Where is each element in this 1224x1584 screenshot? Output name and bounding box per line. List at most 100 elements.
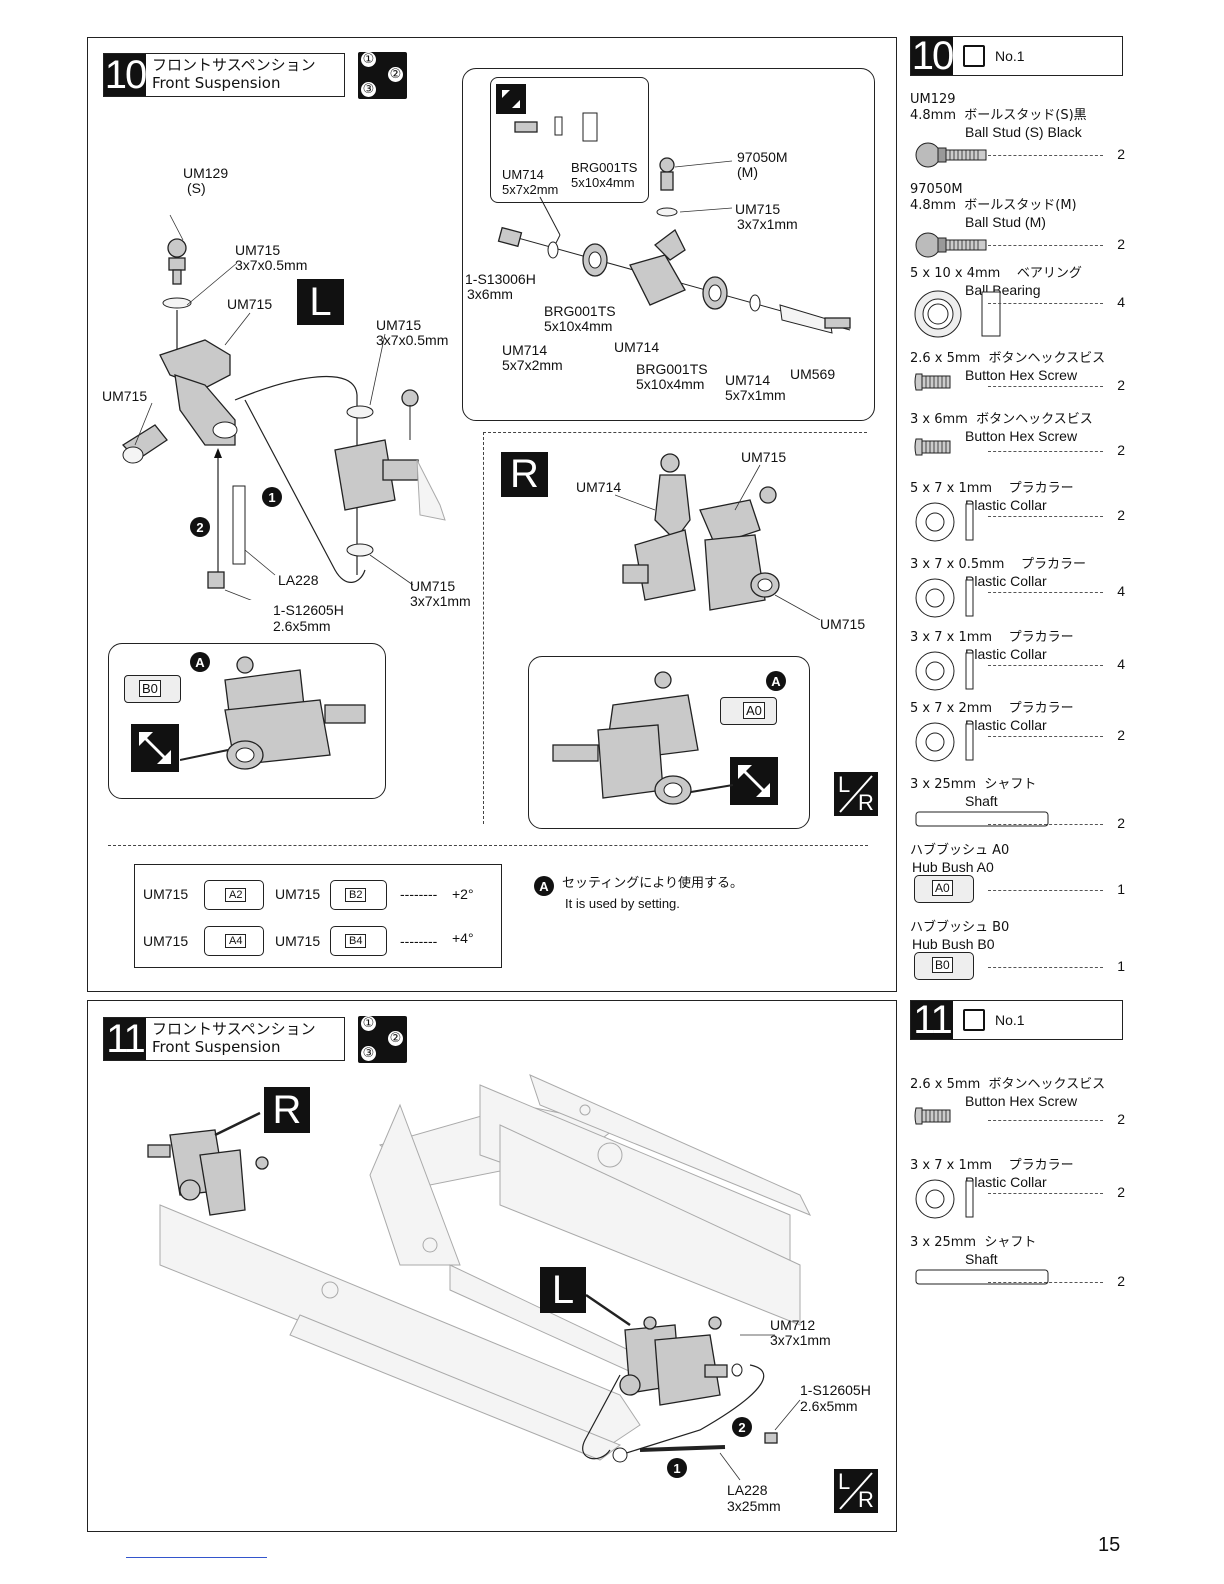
step-11-title-en: Front Suspension — [152, 1038, 281, 1056]
part-name-en: Plastic Collar — [965, 646, 1047, 662]
label-brg-b-size: 5x10x4mm — [544, 318, 613, 334]
dashed-divider-vertical — [483, 432, 484, 824]
expand-icon — [496, 84, 526, 114]
part-name-jp: ハブブッシュ B0 — [910, 920, 1010, 935]
label-um715-e: UM715 — [410, 578, 456, 594]
collar-icon — [914, 577, 976, 623]
bag-number: No.1 — [995, 48, 1025, 64]
part-name-en: Plastic Collar — [965, 573, 1047, 589]
part-name-jp: 3 x 7 x 1mm プラカラー — [910, 630, 1074, 645]
settings-table — [134, 864, 502, 968]
label-um715-c: UM715 — [102, 388, 148, 404]
label-um714-a-size: 5x7x2mm — [502, 182, 559, 197]
setting-note-en: It is used by setting. — [565, 896, 680, 911]
label-right-um715-bottom: UM715 — [820, 616, 866, 632]
label-step11-la228-size: 3x25mm — [727, 1498, 781, 1514]
collar-icon — [914, 1178, 976, 1224]
part-name-en: Plastic Collar — [965, 1174, 1047, 1190]
bush-icon: B0 — [914, 952, 974, 980]
screw-icon — [914, 1105, 954, 1131]
leader-dots — [988, 303, 1103, 304]
part-name-en: Plastic Collar — [965, 497, 1047, 513]
part-quantity: 2 — [1117, 236, 1125, 252]
part-name-jp: 5 x 10 x 4mm ベアリング — [910, 266, 1082, 281]
bag-number: No.1 — [995, 1012, 1025, 1028]
leader-dots — [988, 592, 1103, 593]
label-um715-a-size: 3x7x0.5mm — [235, 257, 308, 273]
part-name-jp: 2.6 x 5mm ボタンヘックスビス — [910, 1077, 1106, 1092]
step-10-title-en: Front Suspension — [152, 74, 281, 92]
label-step11-screw-size: 2.6x5mm — [800, 1398, 858, 1414]
dashed-divider-bottom — [108, 845, 868, 846]
parts-list-11-header: 11 No.1 — [910, 1000, 1123, 1040]
part-name-en: Button Hex Screw — [965, 367, 1078, 383]
bush-a4: A4 — [204, 926, 264, 956]
part-quantity: 2 — [1117, 1111, 1125, 1127]
label-exp-screw-size: 3x6mm — [467, 286, 513, 302]
parts-list-10-header: 10 No.1 — [910, 36, 1123, 76]
setting-a-badge-right: A — [766, 671, 786, 691]
label-um712: UM712 — [770, 1317, 816, 1333]
part-name-jp: 3 x 7 x 0.5mm プラカラー — [910, 557, 1086, 572]
parts-list-item: 97050M 4.8mm ボールスタッド(M)Ball Stud (M)2 — [910, 182, 1125, 258]
part-quantity: 4 — [1117, 583, 1125, 599]
left-knuckle-diagram — [121, 214, 446, 600]
ball-stud-icon — [914, 140, 990, 174]
setting-note-jp: セッティングにより使用する。 — [562, 876, 743, 891]
label-um715-d-size: 3x7x0.5mm — [376, 332, 449, 348]
bag-icon — [963, 1009, 985, 1031]
label-step11-screw: 1-S12605H — [800, 1382, 871, 1398]
part-name-jp: ハブブッシュ A0 — [910, 843, 1010, 858]
setting-row1-angle: +2° — [452, 886, 474, 902]
label-exp-um715: UM715 — [735, 201, 781, 217]
setting-row2-part1: UM715 — [143, 933, 189, 949]
right-knuckle-diagram — [615, 453, 821, 620]
left-right-icon: L R — [834, 772, 878, 816]
label-brg-c: BRG001TS — [636, 361, 708, 377]
label-right-um715-top: UM715 — [741, 449, 787, 465]
part-name-jp: 3 x 7 x 1mm プラカラー — [910, 1158, 1074, 1173]
setting-row2-part2: UM715 — [275, 933, 321, 949]
part-name-en: Plastic Collar — [965, 717, 1047, 733]
expand-icon — [131, 724, 179, 772]
label-exp-screw: 1-S13006H — [465, 271, 536, 287]
step-11-title-jp: フロントサスペンション — [152, 1020, 316, 1038]
label-exp-um715-size: 3x7x1mm — [737, 216, 798, 232]
part-name-en: Ball Stud (S) Black — [965, 124, 1082, 140]
label-um714-a: UM714 — [502, 167, 544, 182]
left-right-icon: L R — [834, 1469, 878, 1513]
setting-row1-part2: UM715 — [275, 886, 321, 902]
part-name-jp: 97050M 4.8mm ボールスタッド(M) — [910, 182, 1077, 213]
leader-dots — [988, 824, 1103, 825]
leader-dots — [988, 451, 1103, 452]
dashed-divider-top — [483, 432, 867, 433]
bush-b2: B2 — [330, 880, 387, 910]
footer-link-line — [126, 1557, 267, 1558]
part-name-jp: 5 x 7 x 1mm プラカラー — [910, 481, 1074, 496]
label-um715-b: UM715 — [227, 296, 273, 312]
step-marker-2: 2 — [190, 517, 210, 537]
setting-row1-dots: -------- — [400, 886, 438, 902]
label-um129: UM129 — [183, 165, 229, 181]
part-quantity: 1 — [1117, 881, 1125, 897]
hub-bush-b0-left: B0 — [124, 675, 181, 703]
label-la228: LA228 — [278, 572, 319, 588]
label-step11-la228: LA228 — [727, 1482, 768, 1498]
label-brg-c-size: 5x10x4mm — [636, 376, 705, 392]
part-name-en: Hub Bush B0 — [912, 936, 995, 952]
part-quantity: 2 — [1117, 377, 1125, 393]
bush-icon: A0 — [914, 875, 974, 903]
leader-dots — [988, 245, 1103, 246]
assembly-order-icon: ① ② ③ — [358, 1016, 407, 1063]
part-name-en: Hub Bush A0 — [912, 859, 994, 875]
collar-icon — [914, 721, 976, 767]
leader-dots — [988, 967, 1103, 968]
label-um714-d: UM714 — [725, 372, 771, 388]
right-inset-knuckle — [552, 671, 734, 805]
